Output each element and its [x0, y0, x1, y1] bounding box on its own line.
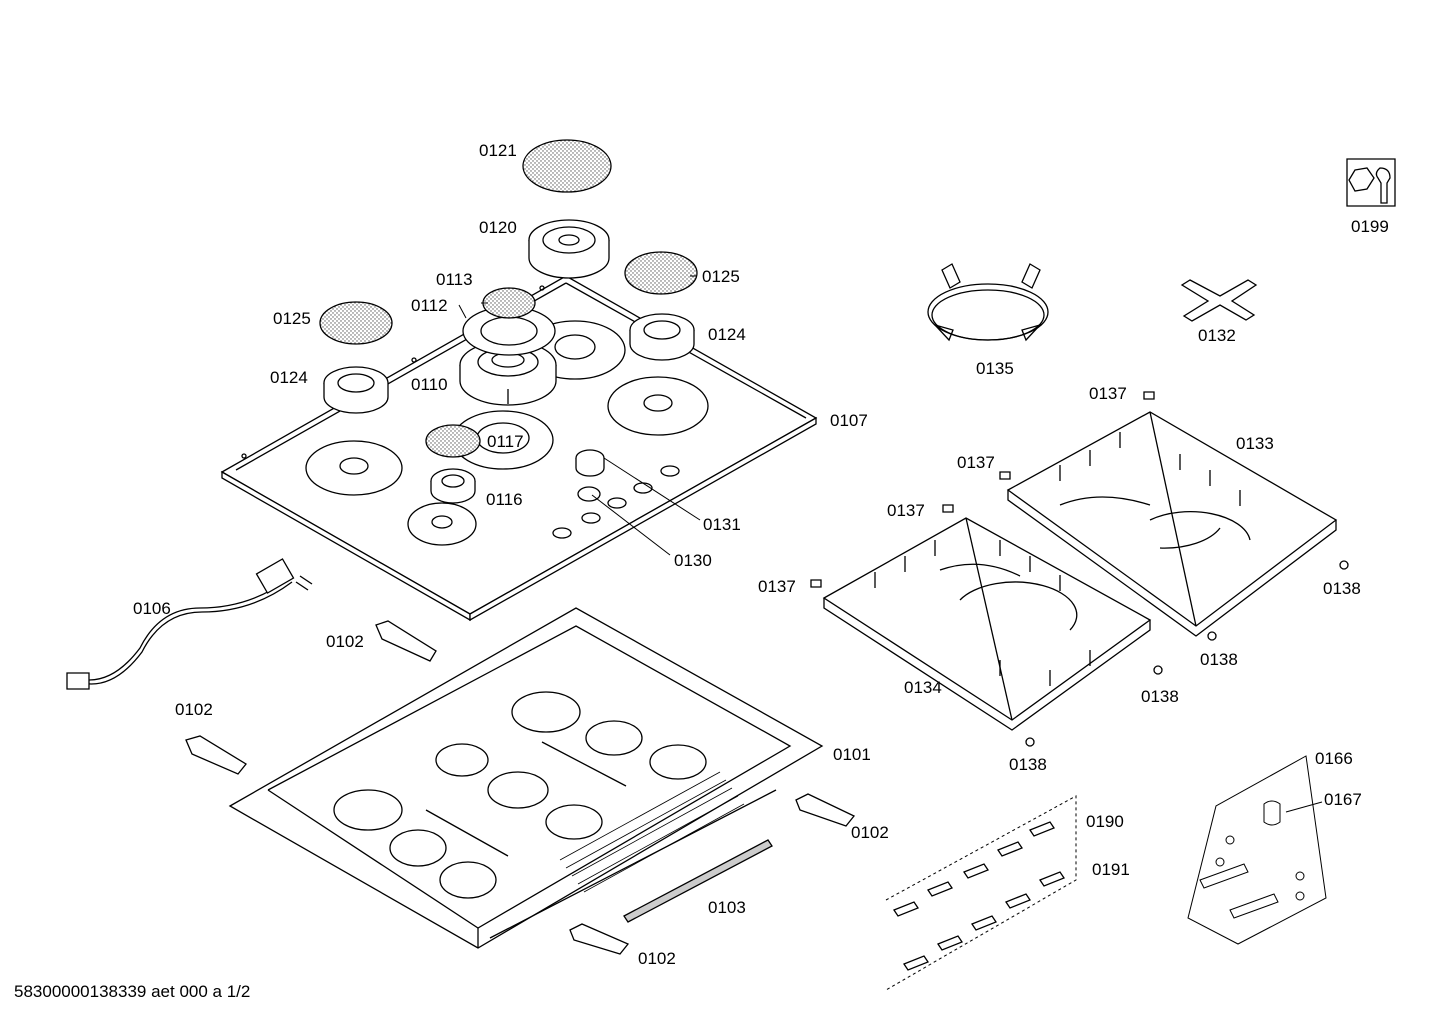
rubber-pads-0138: [1026, 561, 1348, 746]
label-0190: 0190: [1086, 812, 1124, 831]
hob-top-plate: [222, 276, 816, 620]
label-0125-right: 0125: [702, 267, 740, 286]
label-0112: 0112: [411, 296, 448, 315]
label-0138-c: 0138: [1141, 687, 1179, 706]
vent-grid: [560, 772, 744, 892]
burner-0124-right: [630, 314, 694, 360]
label-0131: 0131: [703, 515, 741, 534]
screw-bag-0190: [886, 796, 1076, 990]
label-0137-a: 0137: [1089, 384, 1127, 403]
burner-0125-left-cap: [320, 302, 392, 344]
wok-cap-0113: [483, 288, 535, 318]
accessory-bag-0166: [1188, 756, 1326, 944]
label-0137-c: 0137: [887, 501, 925, 520]
label-0102-c: 0102: [851, 823, 889, 842]
label-0120: 0120: [479, 218, 517, 237]
label-0124-right: 0124: [708, 325, 746, 344]
leader-lines: [459, 276, 1322, 812]
burner-0116: [431, 469, 475, 503]
label-0130: 0130: [674, 551, 712, 570]
label-0137-d: 0137: [758, 577, 796, 596]
label-0199: 0199: [1351, 217, 1389, 236]
label-0107: 0107: [830, 411, 868, 430]
label-0138-a: 0138: [1323, 579, 1361, 598]
simmer-plate-0132: [1182, 280, 1256, 321]
rubber-feet-0137: [811, 392, 1154, 587]
seal-strip-0103: [624, 840, 772, 922]
label-0134: 0134: [904, 678, 942, 697]
label-0116: 0116: [486, 490, 523, 509]
label-0138-d: 0138: [1009, 755, 1047, 774]
label-0167: 0167: [1324, 790, 1362, 809]
label-0133: 0133: [1236, 434, 1274, 453]
tool-kit-0199-icon: [1347, 159, 1395, 206]
brackets-0102: [186, 621, 854, 954]
burner-0121-cap: [523, 140, 611, 192]
label-0166: 0166: [1315, 749, 1353, 768]
label-0117: 0117: [487, 432, 524, 451]
label-0132: 0132: [1198, 326, 1236, 345]
power-cable-0106: [67, 559, 312, 689]
label-0101: 0101: [833, 745, 871, 764]
label-0110: 0110: [411, 375, 448, 394]
pan-support-0134: [824, 518, 1150, 730]
burner-0125-right-cap: [625, 252, 697, 294]
burner-0117-cap: [426, 425, 480, 457]
label-0138-b: 0138: [1200, 650, 1238, 669]
label-0137-b: 0137: [957, 453, 995, 472]
label-0103: 0103: [708, 898, 746, 917]
label-0124-left: 0124: [270, 368, 308, 387]
label-0102-a: 0102: [326, 632, 364, 651]
screws: [894, 822, 1064, 970]
wok-support-ring-0135: [928, 264, 1048, 340]
label-0125-left: 0125: [273, 309, 311, 328]
base-tray-0101: [230, 608, 822, 948]
label-0121: 0121: [479, 141, 517, 160]
label-0135: 0135: [976, 359, 1014, 378]
wok-burner-0110: [460, 341, 556, 405]
burner-0120: [529, 220, 609, 278]
burner-0124-left: [324, 367, 388, 413]
label-0102-d: 0102: [638, 949, 676, 968]
document-id-footer: 58300000138339 aet 000 a 1/2: [14, 982, 251, 1001]
pan-support-0133: [1008, 412, 1336, 636]
label-0102-b: 0102: [175, 700, 213, 719]
label-0191: 0191: [1092, 860, 1130, 879]
label-0106: 0106: [133, 599, 171, 618]
label-0113: 0113: [436, 270, 473, 289]
